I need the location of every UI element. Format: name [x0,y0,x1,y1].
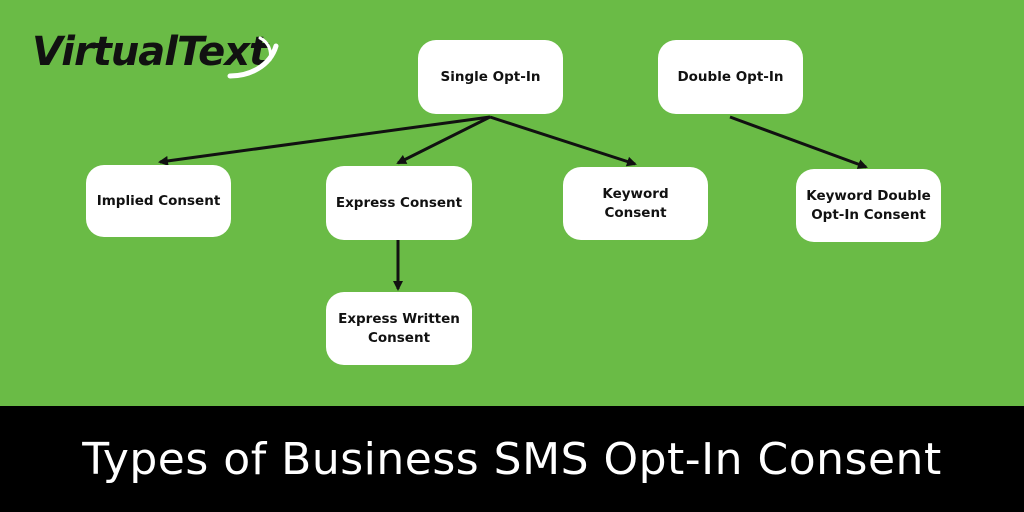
logo-swoosh-icon [227,36,279,79]
node-keyword-double-label-line2: Opt-In Consent [811,206,926,223]
edge-double-to-keyword-double [729,115,868,169]
node-express-consent-label: Express Consent [335,194,463,211]
node-keyword-double-opt-in-consent: Keyword Double Opt-In Consent [796,169,941,242]
virtualtext-logo: VirtualText [32,28,279,80]
page-title: Types of Business SMS Opt-In Consent [82,433,942,485]
logo-wordmark: VirtualText [32,28,268,76]
node-implied-consent: Implied Consent [86,165,231,237]
node-single-opt-in: Single Opt-In [418,40,563,114]
node-express-written-label-line1: Express Written [338,310,460,327]
node-double-opt-in: Double Opt-In [658,40,803,114]
edge-single-to-keyword [489,115,637,167]
node-express-consent: Express Consent [326,166,472,240]
diagram-connectors [158,115,868,291]
node-keyword-consent: Keyword Consent [563,167,708,240]
node-keyword-double-label-line1: Keyword Double [806,187,931,204]
logo-wordmark-main: VirtualTe [32,29,225,75]
title-banner: Types of Business SMS Opt-In Consent [0,406,1024,512]
edge-single-to-implied [158,115,491,166]
node-implied-consent-label: Implied Consent [96,192,221,209]
node-single-opt-in-label: Single Opt-In [440,68,541,85]
node-express-written-consent: Express Written Consent [326,292,472,365]
node-double-opt-in-label: Double Opt-In [677,68,784,85]
node-keyword-consent-label: Keyword Consent [602,185,669,221]
node-express-written-label-line2: Consent [367,329,431,346]
edge-single-to-express [396,115,491,165]
